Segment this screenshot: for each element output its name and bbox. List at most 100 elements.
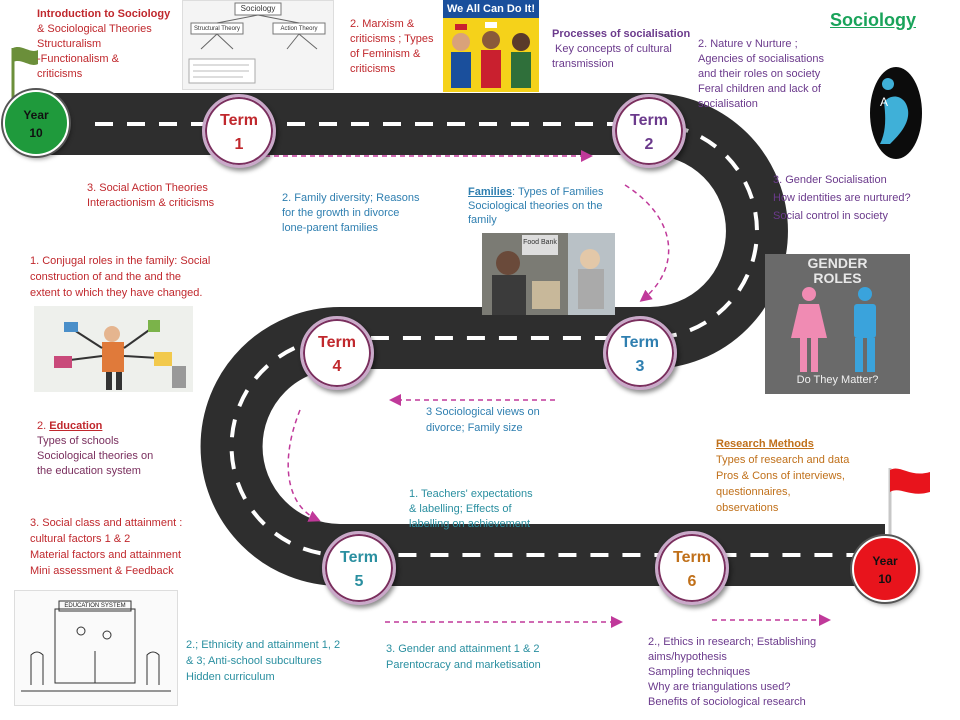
svg-text:A: A: [880, 95, 888, 109]
education-line: Sociological theories on: [37, 450, 154, 462]
intro-line: -Functionalism &: [37, 53, 119, 65]
conjugal-line: 1. Conjugal roles in the family: Social: [30, 255, 211, 267]
families-heading: Families: [468, 186, 513, 198]
term-2-number: 2: [644, 136, 654, 153]
marxism-line: 2. Marxism &: [350, 18, 415, 30]
ethics-line: 2., Ethics in research; Establishing: [648, 636, 817, 648]
social-action-line: 3. Social Action Theories: [87, 182, 208, 194]
term-5-label: Term: [340, 549, 378, 566]
gender-roles-title-2: ROLES: [813, 270, 862, 286]
gender-socialisation-block: 3. Gender Socialisation How identities a…: [773, 171, 911, 225]
term-5-number: 5: [354, 573, 364, 590]
social-class-block: 3. Social class and attainment : cultura…: [30, 515, 182, 579]
teachers-line: labelling on achievement: [409, 518, 531, 530]
families-heading-rest: : Types of Families: [512, 186, 604, 198]
families-line: Sociological theories on the: [468, 200, 603, 212]
social-action-block: 3. Social Action Theories Interactionism…: [87, 181, 214, 211]
intro-topic-block: Introduction to Sociology & Sociological…: [37, 7, 170, 82]
term-1-marker: Term 1: [202, 94, 276, 168]
education-block: 2. Education Types of schools Sociologic…: [37, 419, 153, 479]
nature-line: Feral children and lack of: [698, 83, 821, 95]
ethnicity-line: & 3; Anti-school subcultures: [186, 655, 322, 667]
ethnicity-line: Hidden curriculum: [186, 671, 275, 683]
gender-soc-line: Social control in society: [773, 210, 888, 222]
teachers-expectations-block: 1. Teachers' expectations & labelling; E…: [409, 487, 533, 532]
term-6-label: Term: [673, 549, 711, 566]
term-1-number: 1: [234, 136, 244, 153]
conjugal-line: extent to which they have changed.: [30, 287, 203, 299]
education-line: Types of schools: [37, 435, 119, 447]
gender-roles-subtitle: Do They Matter?: [796, 374, 879, 386]
marxism-line: of Feminism &: [350, 48, 421, 60]
ethics-line: Why are triangulations used?: [648, 681, 791, 693]
term-2-label: Term: [630, 112, 668, 129]
female-icon: [802, 287, 816, 301]
term-4-number: 4: [332, 358, 342, 375]
diagram-title-label: Sociology: [240, 4, 276, 13]
gender-soc-line: How identities are nurtured?: [773, 192, 911, 204]
nature-line: and their roles on society: [698, 68, 821, 80]
education-system-sign: EDUCATION SYSTEM: [64, 603, 126, 609]
we-can-do-it-poster-image: We All Can Do It!: [443, 0, 539, 92]
family-diversity-line: 2. Family diversity; Reasons: [282, 192, 420, 204]
term-4-label: Term: [318, 334, 356, 351]
gender-soc-line: 3. Gender Socialisation: [773, 174, 887, 186]
social-action-line: Interactionism & criticisms: [87, 197, 215, 209]
nature-line: socialisation: [698, 98, 758, 110]
processes-line: transmission: [552, 58, 614, 70]
start-year-number: 10: [29, 126, 43, 140]
start-year-label: Year: [23, 108, 49, 122]
education-system-cartoon-image: EDUCATION SYSTEM: [14, 590, 178, 706]
social-class-line: 3. Social class and attainment :: [30, 517, 183, 529]
food-bank-sign: Food Bank: [523, 239, 557, 246]
poster-banner: We All Can Do It!: [443, 0, 539, 18]
research-heading: Research Methods: [716, 438, 814, 450]
household-roles-image: [34, 306, 193, 392]
gender-attainment-line: Parentocracy and marketisation: [386, 659, 541, 671]
diagram-right-label: Action Theory: [280, 26, 318, 32]
start-flag-icon: [11, 47, 38, 98]
term-5-marker: Term 5: [322, 531, 396, 605]
term-2-marker: Term 2: [612, 94, 686, 168]
processes-topic-block: Processes of socialisation Key concepts …: [552, 27, 690, 72]
ethnicity-block: 2.; Ethnicity and attainment 1, 2 & 3; A…: [186, 637, 340, 685]
gender-roles-image: GENDER ROLES Do They Matter?: [765, 254, 910, 394]
research-line: observations: [716, 502, 779, 514]
term-3-label: Term: [621, 334, 659, 351]
divorce-line: 3 Sociological views on: [426, 406, 540, 418]
page-title: Sociology: [830, 10, 917, 30]
social-class-line: cultural factors 1 & 2: [30, 533, 131, 545]
intro-heading: Introduction to Sociology: [37, 8, 171, 20]
research-line: Types of research and data: [716, 454, 850, 466]
teachers-line: 1. Teachers' expectations: [409, 488, 533, 500]
family-diversity-block: 2. Family diversity; Reasons for the gro…: [282, 191, 420, 236]
ethics-research-block: 2., Ethics in research; Establishing aim…: [648, 635, 816, 710]
social-class-line: Mini assessment & Feedback: [30, 565, 174, 577]
end-year-number: 10: [878, 572, 892, 586]
families-line: family: [468, 214, 497, 226]
start-year-circle: Year 10: [3, 90, 69, 156]
term-6-number: 6: [687, 573, 697, 590]
term-6-marker: Term 6: [655, 531, 729, 605]
research-line: Pros & Cons of interviews,: [716, 470, 845, 482]
family-diversity-line: for the growth in divorce: [282, 207, 400, 219]
education-prefix: 2.: [37, 420, 50, 432]
food-bank-photo-image: Food Bank: [482, 233, 615, 315]
research-line: questionnaires,: [716, 486, 791, 498]
conjugal-line: construction of and the and the: [30, 271, 182, 283]
education-line: the education system: [37, 465, 141, 477]
nature-topic-block: 2. Nature v Nurture ; Agencies of social…: [698, 37, 824, 112]
ethics-line: Sampling techniques: [648, 666, 751, 678]
nature-line: Agencies of socialisations: [698, 53, 824, 65]
finish-flag-icon: [888, 468, 930, 540]
education-heading: Education: [49, 420, 103, 432]
term-3-number: 3: [635, 358, 645, 375]
ethics-line: Benefits of sociological research: [648, 696, 806, 708]
intro-line: criticisms: [37, 68, 83, 80]
ethics-line: aims/hypothesis: [648, 651, 727, 663]
families-block: Families: Types of Families Sociological…: [468, 185, 604, 227]
divorce-line: divorce; Family size: [426, 422, 523, 434]
socialisation-icon-image: A: [846, 62, 946, 164]
diagram-left-label: Structural Theory: [194, 26, 240, 32]
